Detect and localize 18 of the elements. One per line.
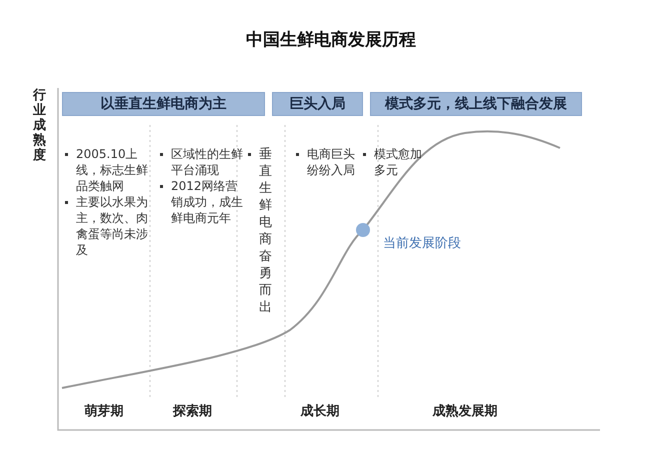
phase-label: 成长期 xyxy=(299,403,340,420)
bullet-text: 垂直生鲜电商奋勇而出 xyxy=(259,146,277,316)
bullet-text: 主要以水果为主，数次、肉禽蛋等尚未涉及 xyxy=(76,194,154,258)
bullet-text: 模式愈加多元 xyxy=(374,146,426,178)
header-band: 巨头入局 xyxy=(272,92,363,116)
title: 中国生鲜电商发展历程 xyxy=(245,29,417,51)
header-band: 模式多元，线上线下融合发展 xyxy=(370,92,582,116)
header-band: 以垂直生鲜电商为主 xyxy=(62,92,265,116)
phase-label: 成熟发展期 xyxy=(431,403,498,420)
phase-label: 探索期 xyxy=(172,402,213,420)
bullet-text: 电商巨头纷纷入局 xyxy=(307,146,359,178)
bullet-text: 区域性的生鲜平台涌现 xyxy=(171,146,243,178)
stage-label: 当前发展阶段 xyxy=(383,235,461,252)
stage-dot xyxy=(356,223,370,237)
axis-label: 行业成熟度 xyxy=(33,88,47,163)
bullet-text: 2005.10上线，标志生鲜品类触网 xyxy=(76,146,154,194)
bullet-text: 2012网络营销成功，成生鲜电商元年 xyxy=(171,178,243,226)
phase-label: 萌芽期 xyxy=(84,403,124,420)
